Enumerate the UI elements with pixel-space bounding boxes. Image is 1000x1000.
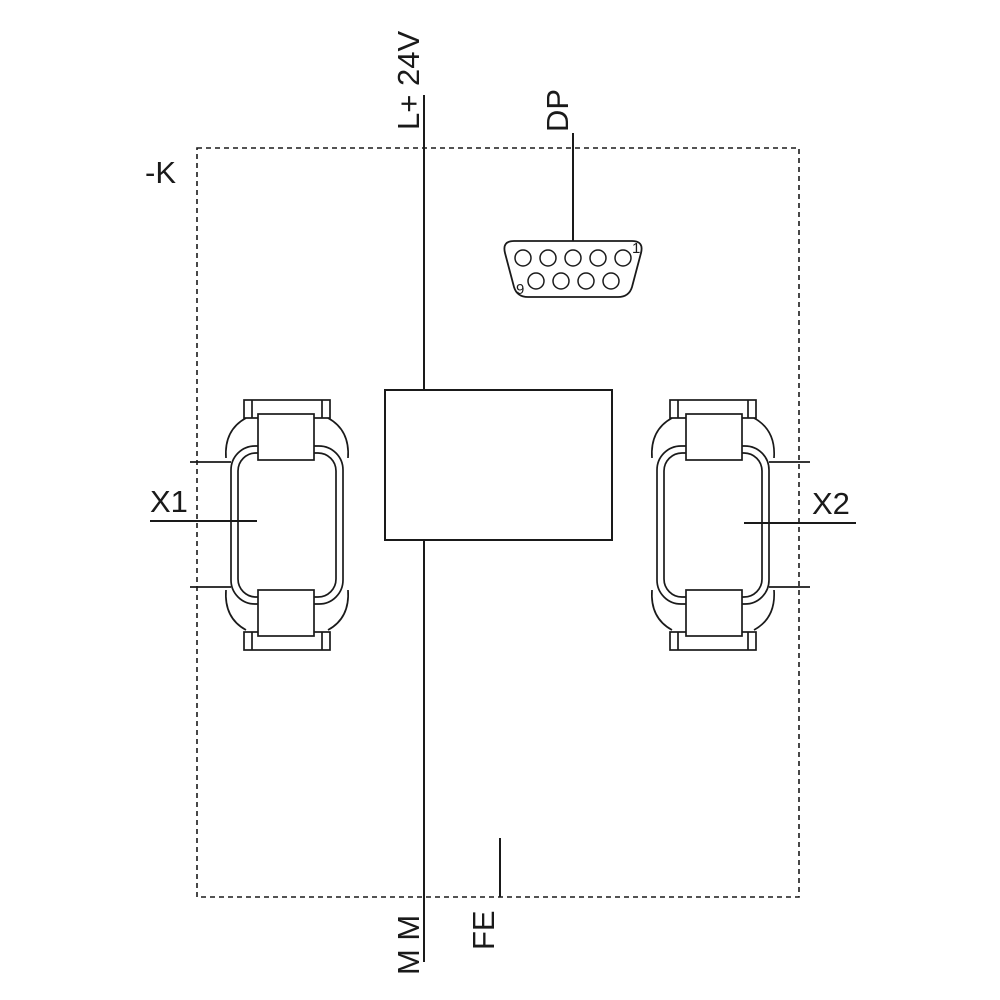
diagram-shapes bbox=[150, 95, 856, 962]
diagram-labels: -K L+ 24V M M DP FE X1 X2 1 9 bbox=[145, 31, 850, 975]
x1-label: X1 bbox=[150, 484, 188, 519]
db9-pin bbox=[564, 249, 582, 267]
db9-pin bbox=[589, 249, 607, 267]
db9-pin bbox=[527, 272, 545, 290]
device-label: -K bbox=[145, 155, 176, 190]
db9-pin bbox=[539, 249, 557, 267]
connector-bottom-plug bbox=[257, 589, 315, 637]
db9-pin1-label: 1 bbox=[632, 240, 640, 257]
module-box bbox=[384, 389, 613, 541]
dp-label: DP bbox=[540, 89, 575, 132]
connector-x2 bbox=[650, 399, 811, 651]
db9-pin bbox=[577, 272, 595, 290]
fe-label: FE bbox=[466, 910, 501, 950]
connector-ear bbox=[225, 417, 247, 459]
db9-outline bbox=[503, 240, 643, 298]
connector-ear bbox=[225, 589, 247, 631]
power-bottom-label: M M bbox=[391, 915, 426, 975]
power-top-label: L+ 24V bbox=[391, 31, 426, 130]
db9-pin bbox=[614, 249, 632, 267]
db9-pin bbox=[514, 249, 532, 267]
connector-ear bbox=[327, 417, 349, 459]
db9-pin bbox=[552, 272, 570, 290]
db9-connector bbox=[503, 240, 643, 298]
db9-pin9-label: 9 bbox=[516, 281, 524, 298]
connector-body bbox=[230, 445, 344, 605]
connector-x1 bbox=[190, 399, 349, 651]
connector-top-plug bbox=[257, 413, 315, 461]
db9-pin bbox=[602, 272, 620, 290]
connector-ear bbox=[327, 589, 349, 631]
x2-label: X2 bbox=[812, 486, 850, 521]
